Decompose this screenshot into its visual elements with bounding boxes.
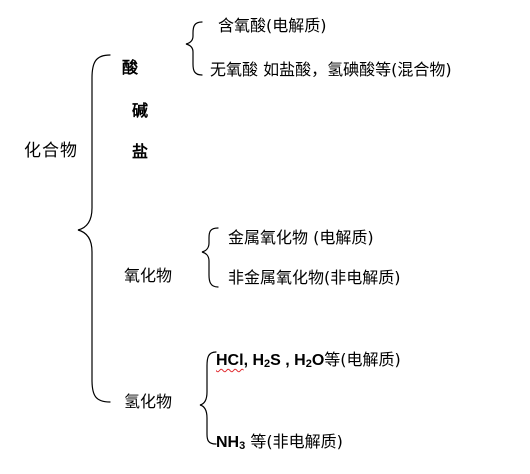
formula-h: H — [252, 352, 265, 369]
hydride-electrolyte-label: HCl, H2S , H2O等(电解质) — [216, 350, 401, 371]
branch-salt: 盐 — [132, 142, 149, 161]
formula-sub3: 3 — [239, 440, 246, 452]
formula-hcl: HCl — [216, 352, 244, 369]
oxide-brace — [201, 227, 219, 288]
branch-base: 碱 — [132, 101, 149, 120]
root-label: 化合物 — [24, 141, 78, 161]
hydride-non-electrolyte-label: NH3 等(非电解质) — [216, 432, 343, 453]
acid-brace — [185, 21, 203, 76]
oxide-nonmetal-label: 非金属氧化物(非电解质) — [228, 268, 401, 287]
formula-o: O — [311, 352, 325, 369]
main-brace — [77, 54, 111, 403]
formula-sub2b: 2 — [305, 358, 312, 370]
formula-nh: NH — [216, 434, 240, 451]
acid-non-oxy-label: 无氧酸 如盐酸，氢碘酸等(混合物) — [210, 60, 452, 79]
formula-tail-nh3: 等(非电解质) — [245, 432, 343, 451]
formula-h2: H — [294, 352, 306, 369]
formula-tail: 等(电解质) — [324, 350, 401, 369]
hydride-brace — [199, 351, 217, 445]
formula-sep2: , — [280, 352, 295, 369]
branch-oxide: 氧化物 — [124, 266, 173, 285]
formula-s: S — [270, 352, 281, 369]
branch-hydride: 氢化物 — [124, 392, 173, 411]
formula-sep1: , — [243, 352, 253, 369]
formula-sub2a: 2 — [264, 358, 271, 370]
oxide-metal-label: 金属氧化物 (电解质) — [228, 228, 374, 247]
acid-oxy-label: 含氧酸(电解质) — [218, 16, 327, 35]
branch-acid: 酸 — [122, 58, 139, 77]
